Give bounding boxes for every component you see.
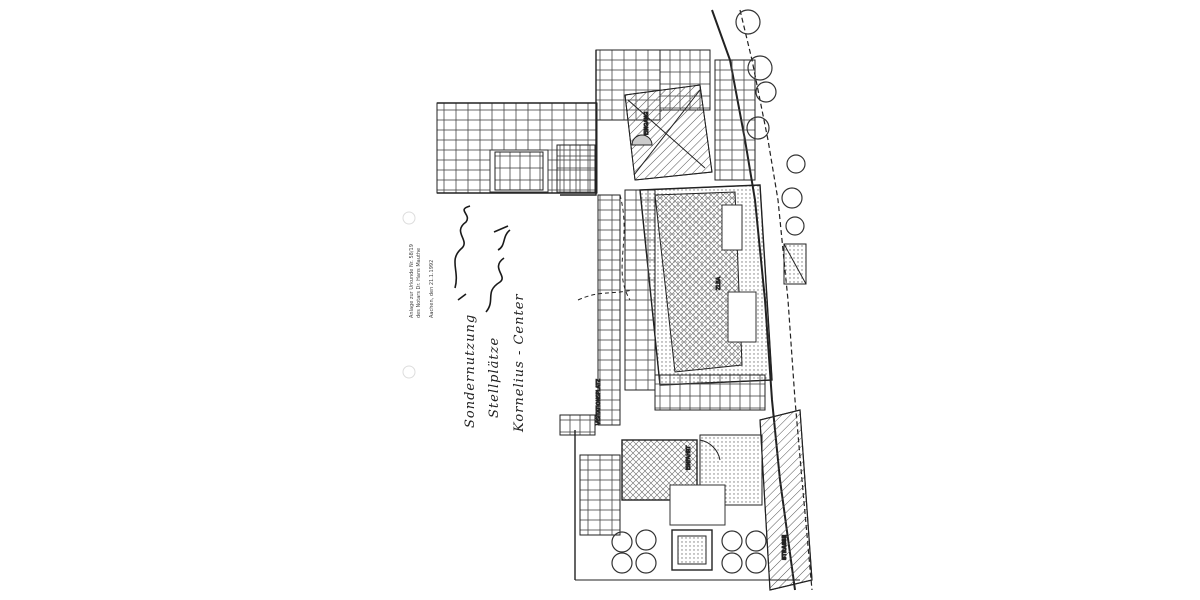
- lower-entry-label: EINFAHRT: [686, 445, 692, 470]
- street-label: STRASSE: [782, 534, 788, 560]
- title-line-1: Sondernutzung: [463, 314, 478, 428]
- stamp-line-1: Anlage zur Urkunde Nr. 58/19: [409, 244, 415, 318]
- title-line-2: Stellplätze: [487, 337, 502, 418]
- upper-court-label: EINGANG: [644, 112, 650, 135]
- site-plan: EINGANG ZLBA VISITATIONSPLATZ: [436, 9, 813, 591]
- notary-stamp: Anlage zur Urkunde Nr. 58/19 des Notars …: [409, 244, 435, 318]
- main-block-label: ZLBA: [716, 276, 722, 290]
- stellplatz-label: VISITATIONSPLATZ: [596, 378, 602, 425]
- handwritten-title: Sondernutzung Stellplätze Kornelius - Ce…: [463, 293, 527, 433]
- signatures: [454, 205, 511, 313]
- stamp-line-3: Aachen, den 21.1.1992: [429, 260, 435, 318]
- punch-holes: [402, 211, 416, 379]
- title-line-3: Kornelius - Center: [512, 293, 527, 433]
- stamp-line-2: des Notars Dr. Hans Mauthe: [416, 248, 422, 318]
